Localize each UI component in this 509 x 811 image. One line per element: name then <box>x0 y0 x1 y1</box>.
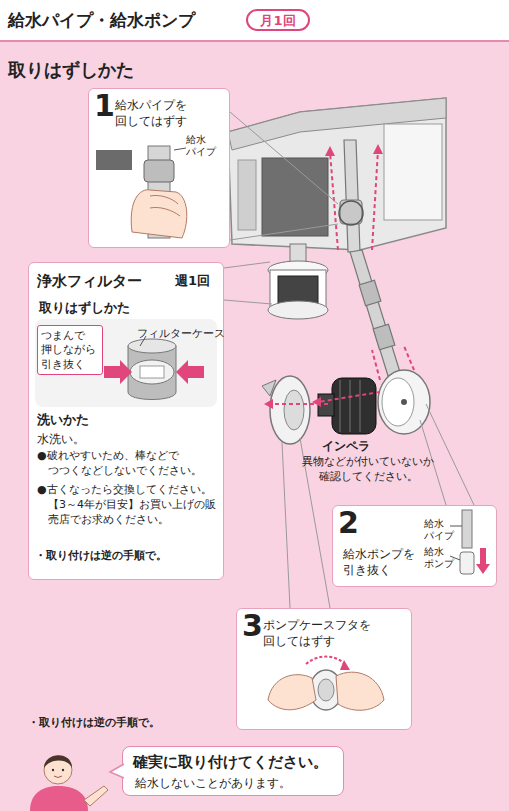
step-text: ポンプケースフタを 回してはずす <box>263 617 393 649</box>
part-name: フィルターケース <box>137 327 225 342</box>
note-text: 異物などが付いていないか 確認してください。 <box>286 455 450 485</box>
bubble-text: 給水しないことがあります。 <box>135 775 291 791</box>
page-title: 給水パイプ・給水ポンプ <box>8 9 195 33</box>
impeller <box>318 378 376 434</box>
sub-heading: 取りはずしかた <box>39 299 130 317</box>
title-bar <box>0 0 509 42</box>
bubble-heading: 確実に取り付けてください。 <box>133 752 328 772</box>
supply-pump <box>378 370 430 434</box>
callout-number: 1 <box>94 89 115 122</box>
callout-number: 3 <box>242 609 263 642</box>
speech-bubble: 確実に取り付けてください。給水しないことがあります。 <box>122 746 344 796</box>
part-label: インペラ <box>322 438 370 454</box>
callout-number: 2 <box>338 506 359 539</box>
step-text: 給水ポンプを 引き抜く <box>343 546 423 578</box>
part-label: 給水 パイプ <box>424 518 456 541</box>
machine-body <box>228 98 446 250</box>
leader-lines <box>224 112 474 608</box>
step-box: 2 給水ポンプを 引き抜く <box>332 505 497 587</box>
note-text: ・取り付けは逆の手順で。 <box>28 716 160 731</box>
bubble-text: つまんで 押しながら 引き抜く <box>41 329 101 372</box>
step-text: 給水パイプを 回してはずす <box>115 97 211 129</box>
motion-arrows <box>270 150 414 404</box>
badge-text: 月1回 <box>248 12 308 30</box>
woman-figure <box>30 755 108 811</box>
joint-highlight <box>339 201 363 225</box>
pink-background <box>0 42 509 811</box>
arrow-heads <box>264 144 383 409</box>
part-label: 給水 パイプ <box>186 134 218 157</box>
step-box: 1給水パイプを 回してはずす <box>88 88 230 248</box>
step-box: 3ポンプケースフタを 回してはずす <box>236 608 412 730</box>
instruction-bubble: つまんで 押しながら 引き抜く <box>37 325 103 375</box>
filter-box: 浄水フィルター週1回取りはずしかたフィルターケース洗いかた水洗い。●破れやすいた… <box>28 262 224 580</box>
frequency-badge: 月1回 <box>246 9 310 31</box>
frequency-text: 週1回 <box>175 272 210 290</box>
title-rule <box>0 40 509 42</box>
bullet-note: ●破れやすいため、棒などで つつくなどしないでください。 <box>37 449 230 479</box>
supply-pipe <box>340 140 400 376</box>
pump-case-cover <box>262 376 310 444</box>
part-label: 給水 ポンプ <box>424 546 456 569</box>
section-heading: 取りはずしかた <box>8 58 134 82</box>
bullet-note: ●古くなったら交換してください。【3～4年が目安】お買い上げの販売店でお求めくだ… <box>37 483 216 528</box>
water-filter <box>268 244 328 319</box>
body-text: 水洗い。 <box>37 431 85 447</box>
note-text: ・取り付けは逆の手順で。 <box>35 549 167 564</box>
box-heading: 浄水フィルター <box>37 271 142 291</box>
sub-heading: 洗いかた <box>37 411 89 429</box>
